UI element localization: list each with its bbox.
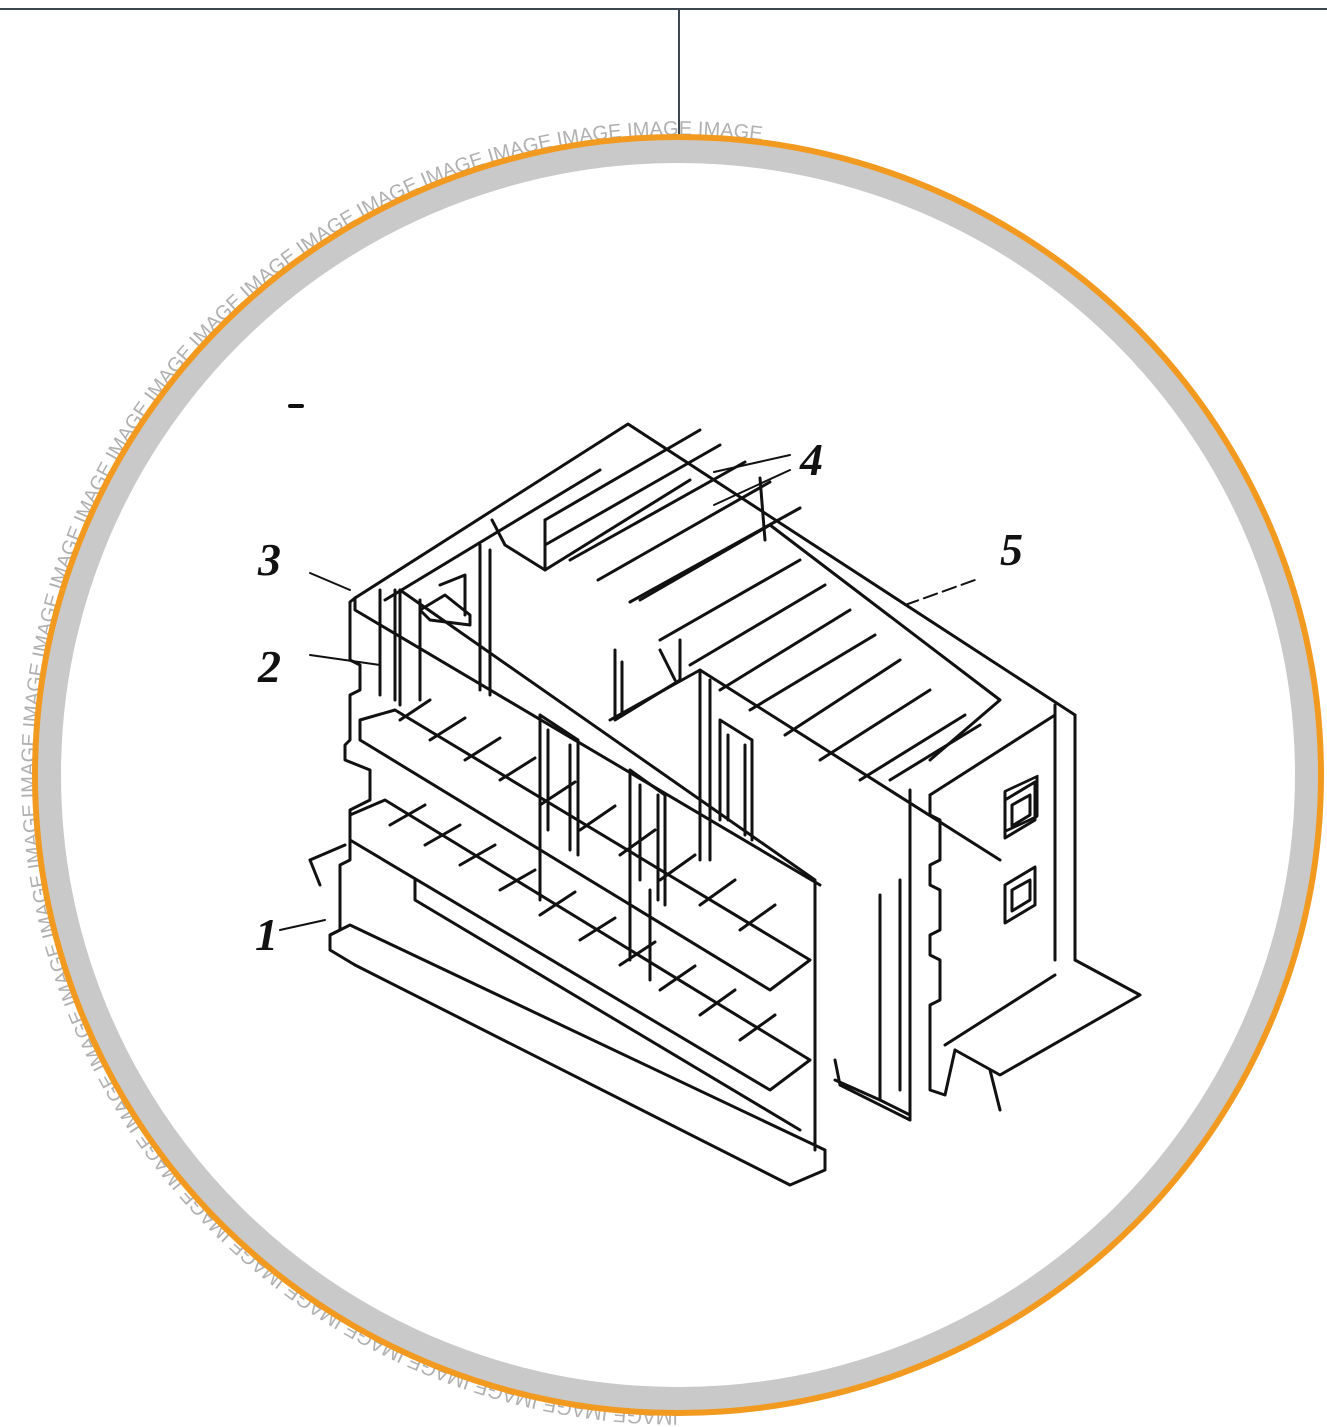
vertical-divider [678, 8, 680, 138]
orange-ring [32, 134, 1324, 1416]
building-diagram [279, 404, 1142, 1187]
watermark-ring-text: IMAGE IMAGE IMAGE IMAGE IMAGE IMAGE IMAG… [18, 118, 764, 1427]
label-1: 1 [255, 909, 278, 960]
inner-grey-ring [35, 137, 1321, 1413]
label-3: 3 [257, 534, 281, 585]
top-rule [0, 8, 1327, 10]
label-5: 5 [1000, 524, 1023, 575]
label-2: 2 [257, 641, 281, 692]
label-4: 4 [799, 434, 823, 485]
